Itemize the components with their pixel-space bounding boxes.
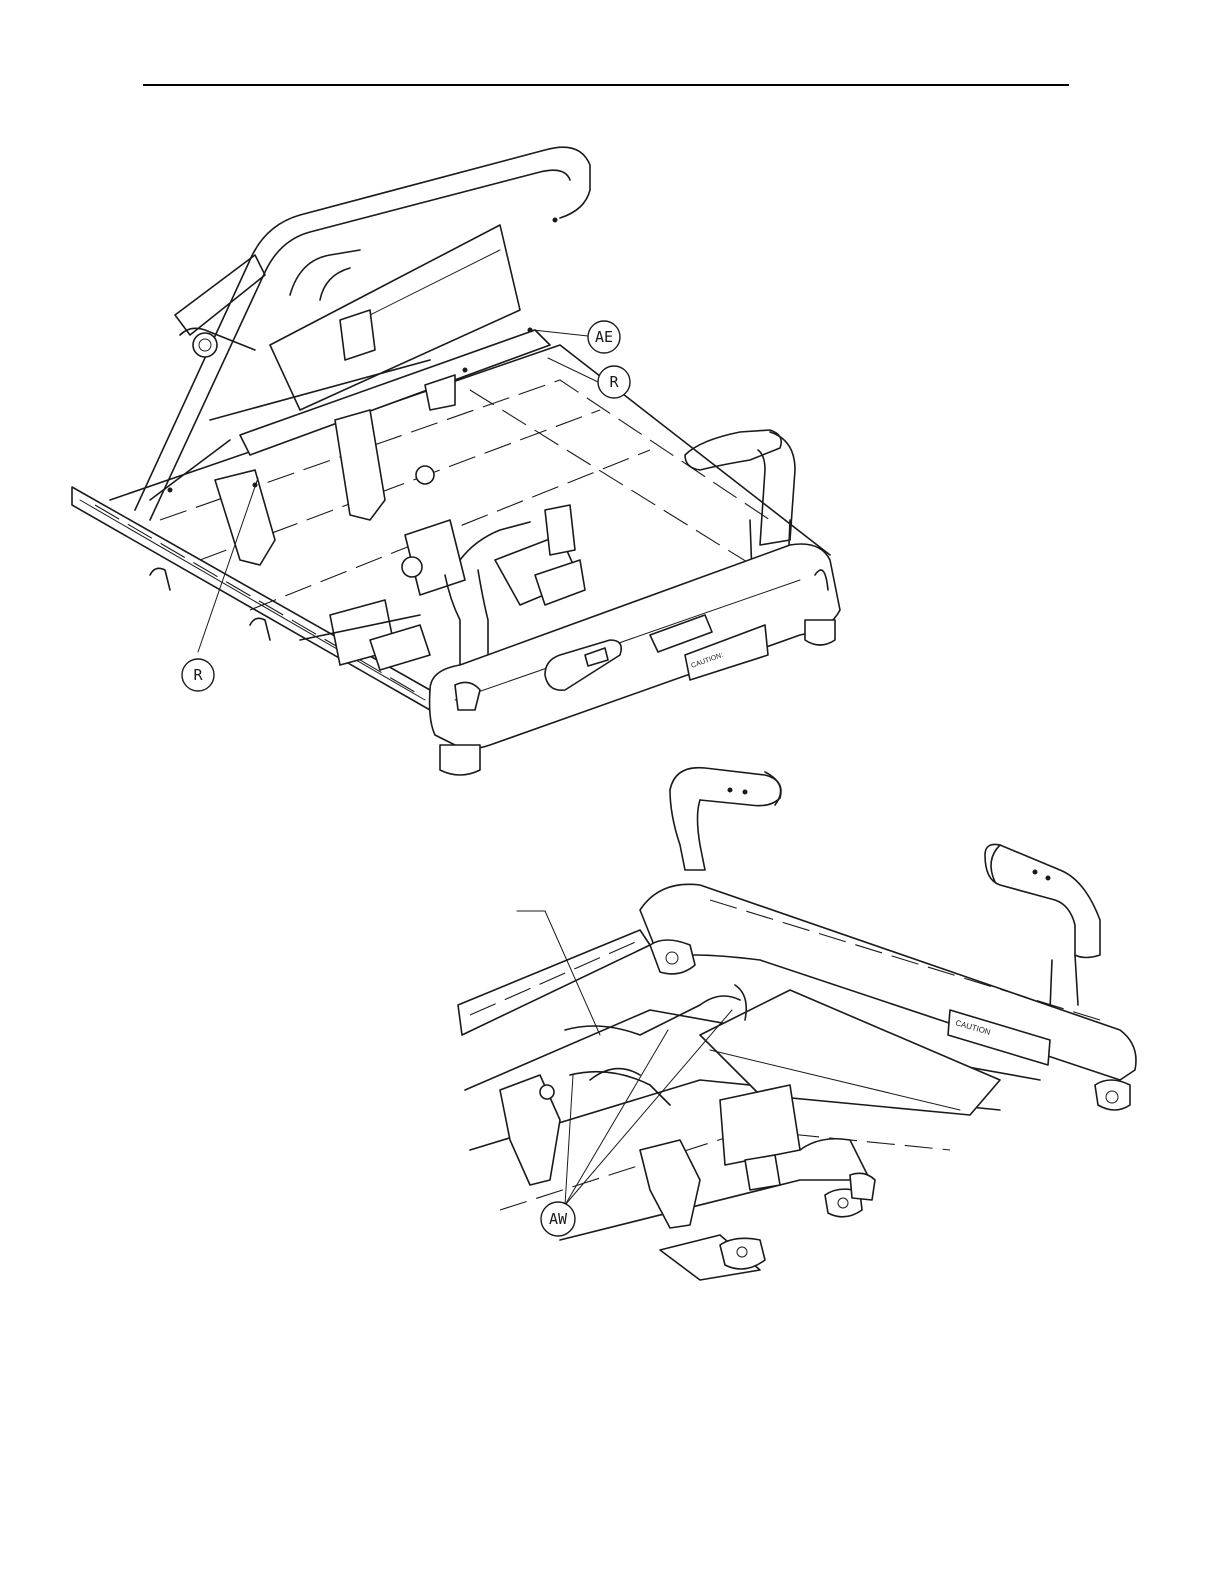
callout-r-right-label: R — [609, 373, 619, 391]
bottom-illustration: CAUTION — [458, 768, 1136, 1280]
top-illustration: CAUTION: AE R R — [72, 147, 840, 775]
callout-aw-label: AW — [549, 1210, 568, 1228]
callout-aw: AW — [541, 1202, 575, 1236]
callout-r-right: R — [598, 366, 630, 398]
callout-ae: AE — [588, 321, 620, 353]
callout-r-left: R — [182, 659, 214, 691]
callout-r-left-label: R — [193, 666, 203, 684]
callout-ae-label: AE — [595, 328, 613, 346]
